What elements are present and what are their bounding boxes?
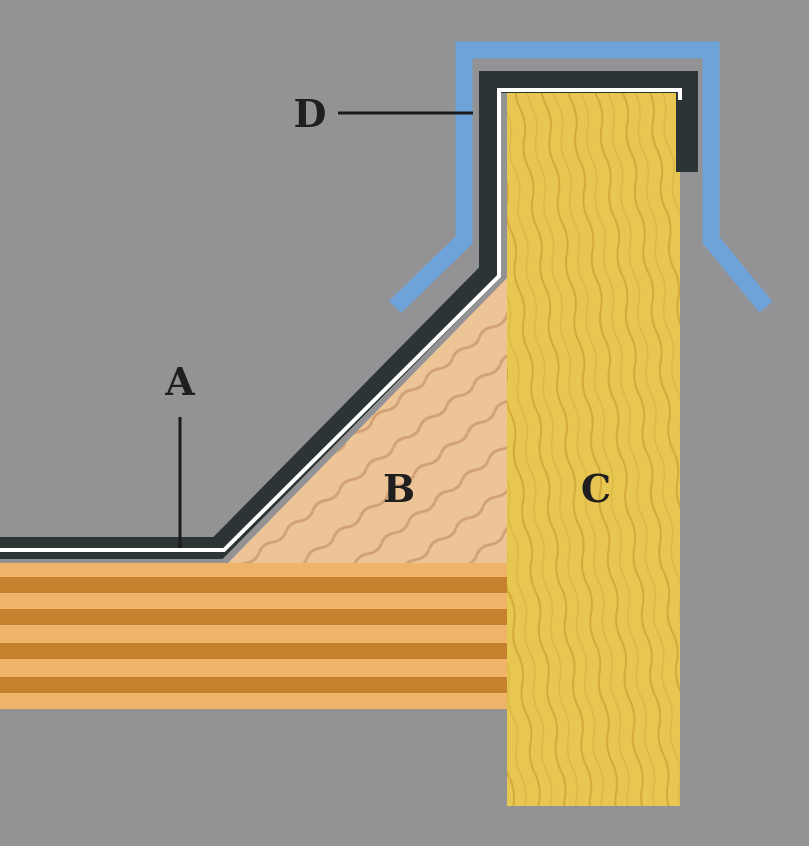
counter-flashing xyxy=(389,41,773,314)
label-c: C xyxy=(581,466,611,511)
label-b: B xyxy=(383,466,415,511)
label-a: A xyxy=(164,359,195,404)
membrane-underlayer xyxy=(0,88,682,552)
label-d: D xyxy=(294,91,327,136)
cant-strip xyxy=(228,278,507,563)
plywood-deck xyxy=(0,563,507,709)
wood-blocking xyxy=(507,90,680,806)
